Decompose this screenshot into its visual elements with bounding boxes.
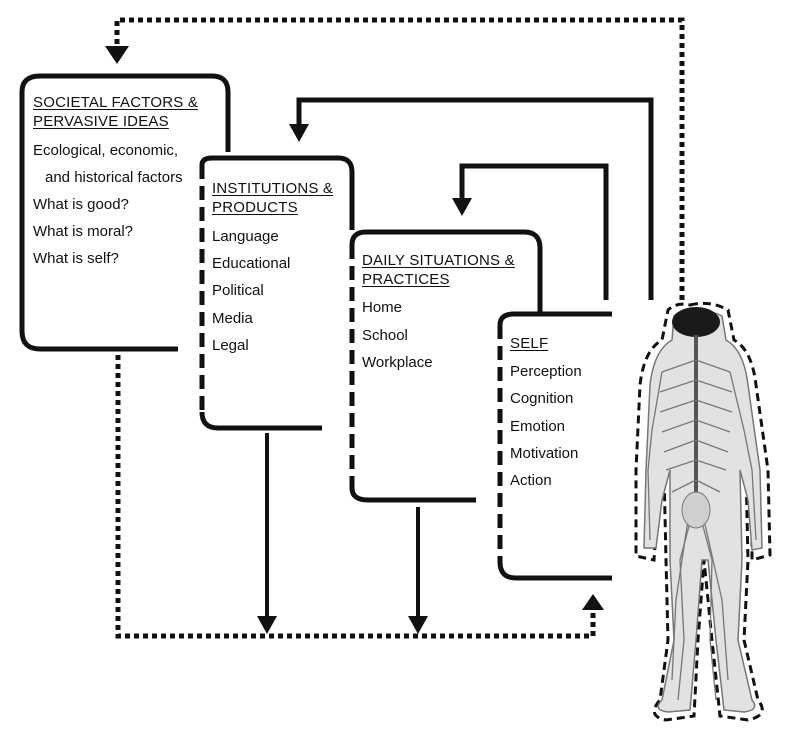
societal-item-ecological: Ecological, economic, <box>33 142 179 159</box>
self-item-emotion: Emotion <box>510 418 566 435</box>
feedback-arrowhead-top <box>105 46 129 64</box>
societal-item-historical: and historical factors <box>45 169 183 186</box>
bottom-arrowhead-up <box>582 594 604 610</box>
daily-box-frame <box>349 229 543 312</box>
societal-item-good: What is good? <box>33 196 129 213</box>
institutions-item-legal: Legal <box>212 337 249 354</box>
institutions-item-language: Language <box>212 228 279 245</box>
daily-item-home: Home <box>362 299 403 316</box>
societal-title-line1: SOCIETAL FACTORS & <box>33 94 199 111</box>
self-box-frame <box>497 311 612 326</box>
feedback-loop-top <box>114 17 685 300</box>
self-title: SELF <box>510 335 549 352</box>
institutions-item-educational: Educational <box>212 255 291 272</box>
institutions-box-frame <box>199 155 355 230</box>
societal-item-self: What is self? <box>33 250 119 267</box>
self-item-cognition: Cognition <box>510 390 574 407</box>
daily-title-line1: DAILY SITUATIONS & <box>362 252 515 269</box>
institutions-item-political: Political <box>212 282 264 299</box>
self-item-motivation: Motivation <box>510 445 579 462</box>
arrowhead-daily-down <box>408 616 428 634</box>
daily-item-workplace: Workplace <box>362 354 433 371</box>
arrowhead-to-daily <box>452 198 472 216</box>
institutions-title-line2: PRODUCTS <box>212 199 298 216</box>
human-nervous-system-icon <box>634 301 772 722</box>
societal-title-line2: PERVASIVE IDEAS <box>33 113 169 130</box>
daily-item-school: School <box>362 327 408 344</box>
feedback-self-to-daily <box>459 163 609 300</box>
self-item-action: Action <box>510 472 552 489</box>
arrowhead-institutions-down <box>257 616 277 634</box>
feedback-self-to-institutions <box>296 97 654 300</box>
institutions-title-line1: INSTITUTIONS & <box>212 180 334 197</box>
bottom-dotted-loop <box>115 355 596 639</box>
self-item-perception: Perception <box>510 363 582 380</box>
institutions-item-media: Media <box>212 310 253 327</box>
societal-item-moral: What is moral? <box>33 223 134 240</box>
arrowhead-to-institutions <box>289 124 309 142</box>
societal-box-frame <box>19 73 231 352</box>
daily-title-line2: PRACTICES <box>362 271 450 288</box>
